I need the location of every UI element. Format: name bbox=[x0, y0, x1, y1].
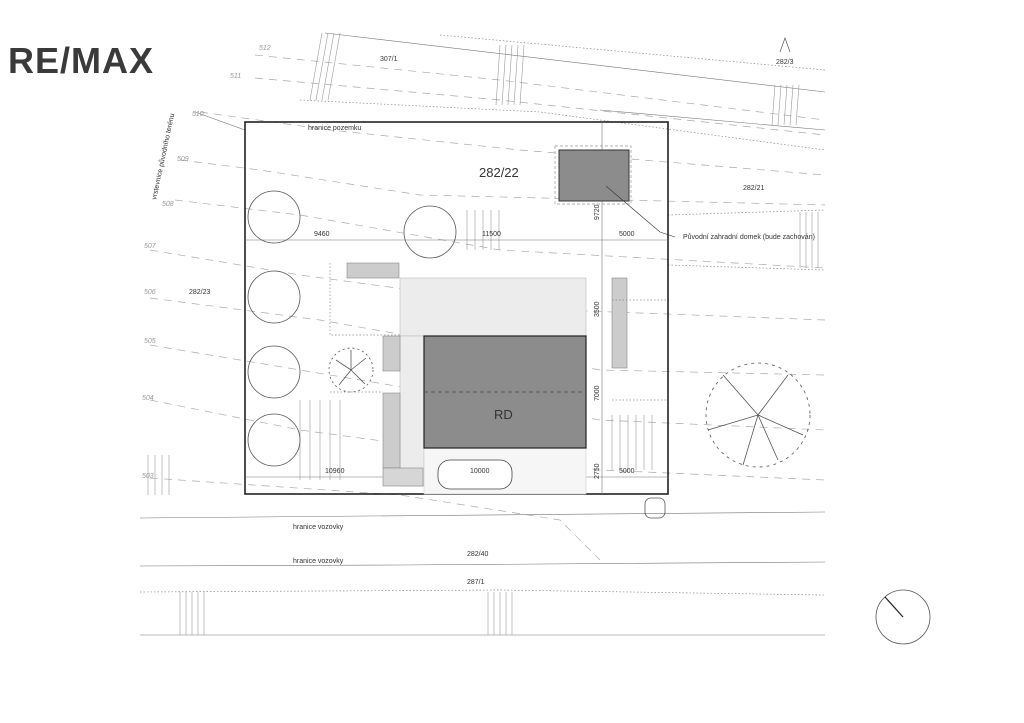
contour-label: 504 bbox=[142, 395, 154, 402]
contour-label: 508 bbox=[162, 201, 174, 208]
stairs bbox=[346, 262, 400, 279]
parcel-number: 287/1 bbox=[467, 579, 485, 586]
stairs bbox=[382, 392, 401, 469]
side-path bbox=[399, 335, 425, 487]
contour-label: 503 bbox=[142, 473, 154, 480]
contour-label: 509 bbox=[177, 156, 189, 163]
dimension: 10000 bbox=[470, 468, 490, 475]
parcel-number: 307/1 bbox=[380, 56, 398, 63]
stairs bbox=[382, 335, 401, 372]
deciduous-tree-branches bbox=[335, 350, 367, 386]
contour-label: 506 bbox=[144, 289, 156, 296]
road-boundary-label: hranice vozovky bbox=[293, 524, 344, 531]
large-tree-icon bbox=[705, 362, 811, 468]
house-label: RD bbox=[494, 407, 513, 422]
dimension: 9720 bbox=[594, 204, 601, 220]
garden-house-label: Původní zahradní domek (bude zachován) bbox=[683, 233, 815, 241]
contour-label: 507 bbox=[144, 243, 157, 250]
deciduous-tree-icon bbox=[328, 347, 374, 393]
dimension: 5000 bbox=[619, 231, 635, 238]
contour-legend: vrstevnice původního terénu bbox=[150, 113, 176, 201]
dimension: 11500 bbox=[482, 231, 501, 238]
tree-icon bbox=[247, 190, 301, 244]
stairs bbox=[382, 467, 424, 487]
contour-label: 511 bbox=[230, 73, 241, 80]
parcel-number: 282/40 bbox=[467, 551, 489, 558]
parcel-number: 282/21 bbox=[743, 185, 765, 192]
terrace bbox=[399, 277, 587, 337]
stairs bbox=[611, 277, 628, 369]
tree-icon bbox=[403, 205, 457, 259]
tree-icon bbox=[247, 270, 301, 324]
dimension: 7000 bbox=[594, 385, 601, 401]
dimension: 3500 bbox=[594, 301, 601, 317]
tree-icon bbox=[247, 413, 301, 467]
dimension: 9460 bbox=[314, 231, 330, 238]
large-tree-branches bbox=[707, 374, 804, 466]
contour-label: 505 bbox=[144, 338, 156, 345]
tree-icon bbox=[247, 345, 301, 399]
shrub-icon bbox=[644, 497, 666, 519]
marker-icon bbox=[779, 36, 791, 53]
parcel-number-main: 282/22 bbox=[479, 165, 519, 180]
slope-hatching bbox=[147, 32, 819, 635]
plot-boundary-label: hranice pozemku bbox=[308, 125, 361, 132]
contour-label: 510 bbox=[192, 111, 204, 118]
contour-label: 512 bbox=[259, 45, 271, 52]
remax-logo: RE/MAX bbox=[8, 40, 155, 81]
leader-line bbox=[605, 185, 676, 238]
parcel-number: 282/3 bbox=[776, 59, 794, 66]
north-arrow-icon bbox=[875, 589, 931, 645]
trees bbox=[247, 190, 811, 519]
dimension: 10960 bbox=[325, 468, 345, 475]
dimension: 5000 bbox=[619, 468, 635, 475]
parcel-lines bbox=[139, 32, 826, 636]
road-boundary-label: hranice vozovky bbox=[293, 558, 344, 565]
garden-house bbox=[558, 149, 630, 202]
dimension: 2750 bbox=[594, 463, 601, 479]
car-icon bbox=[437, 459, 513, 490]
parcel-number: 282/23 bbox=[189, 289, 211, 296]
